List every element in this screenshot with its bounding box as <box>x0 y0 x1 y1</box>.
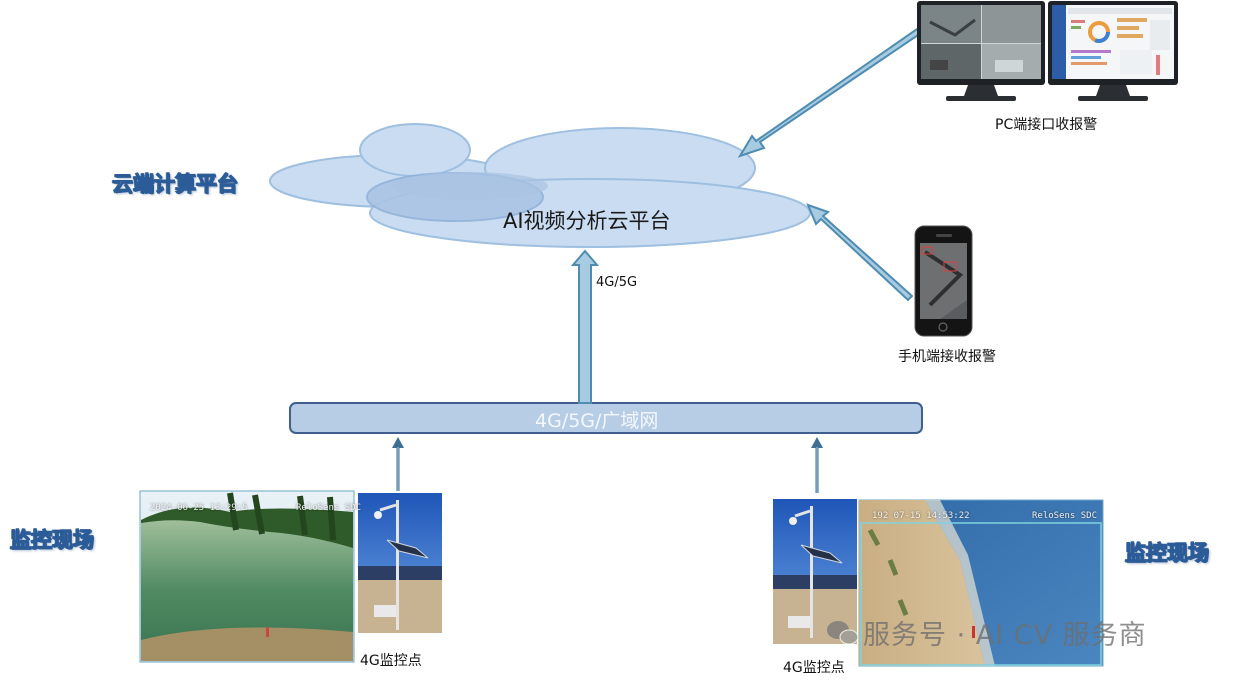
network-bar <box>289 402 923 434</box>
cloud-platform <box>269 123 811 248</box>
right-site-photo <box>858 499 1104 667</box>
mobile-to-cloud-arrow <box>806 203 914 302</box>
uplink-arrow <box>570 249 600 404</box>
right-photo-timestamp: 192 07-15 14:53:22 <box>872 511 970 521</box>
pc-alarm-label: PC端接口收报警 <box>995 117 1098 133</box>
cloud-center-label: AI视频分析云平台 <box>503 209 671 233</box>
left-photo-timestamp: 2024-06-25 13:29:5 <box>150 503 248 513</box>
wechat-icon <box>827 621 859 645</box>
left-pole-photo <box>358 493 442 633</box>
right-photo-brand: ReloSens SDC <box>1032 511 1098 521</box>
left-photo-brand: ReloSens SDC <box>296 503 362 513</box>
site-right-label: 监控现场 <box>1125 541 1210 566</box>
mobile-phone-image <box>914 225 973 337</box>
site-left-label: 监控现场 <box>10 528 95 553</box>
right-pole-photo <box>773 499 857 644</box>
mobile-alarm-label: 手机端接收报警 <box>898 349 996 365</box>
point-left-label: 4G监控点 <box>360 653 422 669</box>
point-right-label: 4G监控点 <box>783 660 845 676</box>
right-site-arrow <box>811 437 823 493</box>
left-site-photo <box>139 490 355 663</box>
watermark-text: 服务号 · AI CV 服务商 <box>863 620 1147 651</box>
left-site-arrow <box>392 437 404 491</box>
network-bar-label: 4G/5G/广域网 <box>535 410 659 432</box>
pc-to-cloud-arrow <box>737 27 923 158</box>
uplink-label: 4G/5G <box>596 275 638 290</box>
pc-monitors-image <box>917 1 1178 101</box>
cloud-platform-side-label: 云端计算平台 <box>112 172 239 197</box>
